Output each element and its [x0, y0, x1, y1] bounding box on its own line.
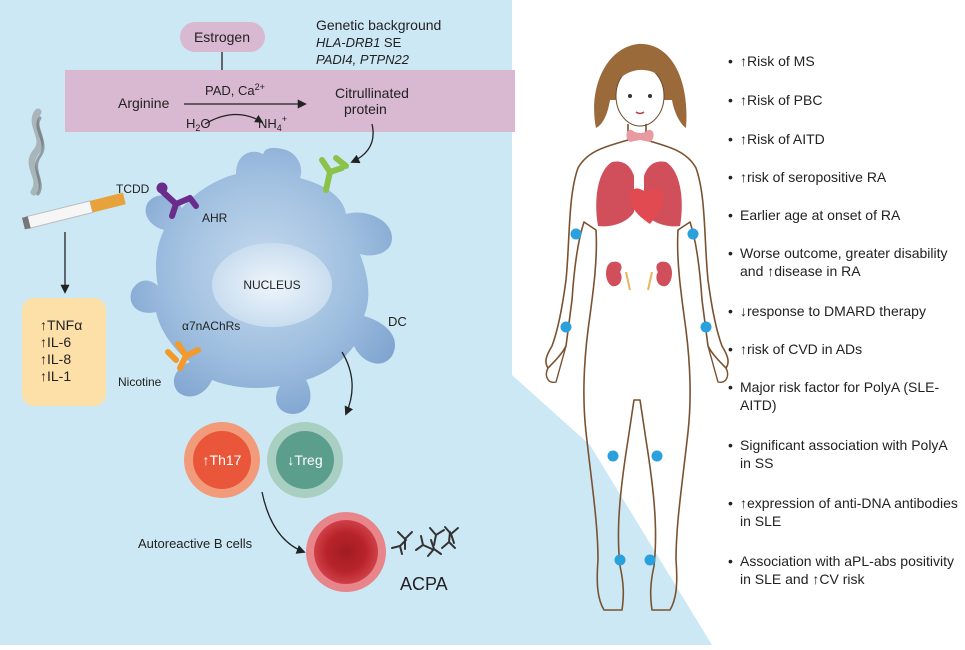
cytokine-box	[22, 298, 106, 406]
projection-wedge	[512, 375, 712, 645]
ammonium-label: NH4+	[258, 114, 287, 133]
effect-bullet: •	[728, 207, 733, 223]
citrullination-box	[65, 70, 515, 132]
ahr-label: AHR	[202, 211, 228, 225]
ahr-receptor-icon	[156, 182, 199, 219]
effect-item: •↑Risk of MS	[728, 53, 815, 69]
effect-bullet: •	[728, 245, 733, 261]
genetic-gene1: HLA-DRB1 SE	[316, 35, 402, 50]
effect-bullet: •	[728, 341, 733, 357]
effect-item: •Earlier age at onset of RA	[728, 207, 901, 223]
tcell-to-bcell-arrow	[261, 491, 306, 554]
effect-bullet: •	[728, 553, 733, 569]
citrulline-to-cell-arrow	[350, 123, 374, 164]
cytokine-item: ↑IL-1	[40, 368, 71, 384]
cigarette-icon	[21, 192, 126, 230]
effect-item: •Major risk factor for PolyA (SLE-AITD)	[728, 379, 940, 413]
effect-bullet: •	[728, 92, 733, 108]
joint-dot	[560, 321, 572, 333]
genetic-gene2: PADI4, PTPN22	[316, 52, 410, 67]
effect-item: •↑Risk of PBC	[728, 92, 823, 108]
estrogen-label: Estrogen	[194, 29, 250, 45]
bcell-label: Autoreactive B cells	[138, 536, 253, 551]
th17-label: ↑Th17	[203, 452, 242, 468]
nicotine-label: Nicotine	[118, 375, 162, 389]
genetic-title: Genetic background	[316, 17, 441, 33]
water-label: H2O	[186, 116, 211, 133]
cytokine-item: ↑IL-8	[40, 351, 71, 367]
smoke	[28, 108, 44, 196]
effect-bullet: •	[728, 437, 733, 453]
acpa-label: ACPA	[400, 574, 448, 594]
nucleus-label: NUCLEUS	[243, 278, 300, 292]
joint-dot	[644, 554, 656, 566]
tcdd-label: TCDD	[116, 182, 150, 196]
effect-item: •↑risk of CVD in ADs	[728, 341, 863, 357]
effect-bullet: •	[728, 169, 733, 185]
cell-to-tcell-arrow	[341, 351, 354, 416]
joint-dot	[687, 228, 699, 240]
effect-item: •↑risk of seropositive RA	[728, 169, 887, 185]
treg-label: ↓Treg	[287, 452, 322, 468]
nicotine-receptor-icon	[165, 341, 201, 371]
joint-dot	[700, 321, 712, 333]
cytokine-item: ↑IL-6	[40, 334, 71, 350]
citrullinated-label: Citrullinated	[335, 85, 409, 101]
acpa-antibodies-icon	[391, 526, 459, 557]
receptor-label: α7nAChRs	[182, 319, 240, 333]
joint-markers	[560, 228, 712, 566]
enzyme-label: PAD, Ca2+	[205, 82, 265, 98]
arginine-label: Arginine	[118, 95, 170, 111]
woman-figure	[545, 43, 729, 611]
effect-item: •Worse outcome, greater disability and ↑…	[728, 245, 948, 279]
effect-bullet: •	[728, 131, 733, 147]
cytokine-item: ↑TNFα	[40, 317, 82, 333]
effect-item: •↑expression of anti-DNA antibodies in S…	[728, 495, 958, 529]
citrullinated-receptor-icon	[319, 155, 349, 193]
bcell	[314, 520, 378, 584]
smoke-2	[35, 116, 45, 196]
th17-cell	[193, 431, 251, 489]
effect-bullet: •	[728, 53, 733, 69]
effect-item: •↓response to DMARD therapy	[728, 303, 926, 319]
effect-item: •Association with aPL-abs positivity in …	[728, 553, 954, 587]
treg-cell	[276, 431, 334, 489]
effect-item: •↑Risk of AITD	[728, 131, 825, 147]
effect-bullet: •	[728, 495, 733, 511]
joint-dot	[607, 450, 619, 462]
estrogen-box	[180, 22, 265, 52]
dc-label: DC	[388, 314, 407, 329]
reaction-curve	[204, 113, 264, 125]
joint-dot	[614, 554, 626, 566]
effect-item: •Significant association with PolyA in S…	[728, 437, 947, 471]
citrullinated-label-2: protein	[344, 101, 387, 117]
joint-dot	[651, 450, 663, 462]
effect-bullet: •	[728, 379, 733, 395]
effect-bullet: •	[728, 303, 733, 319]
joint-dot	[570, 228, 582, 240]
